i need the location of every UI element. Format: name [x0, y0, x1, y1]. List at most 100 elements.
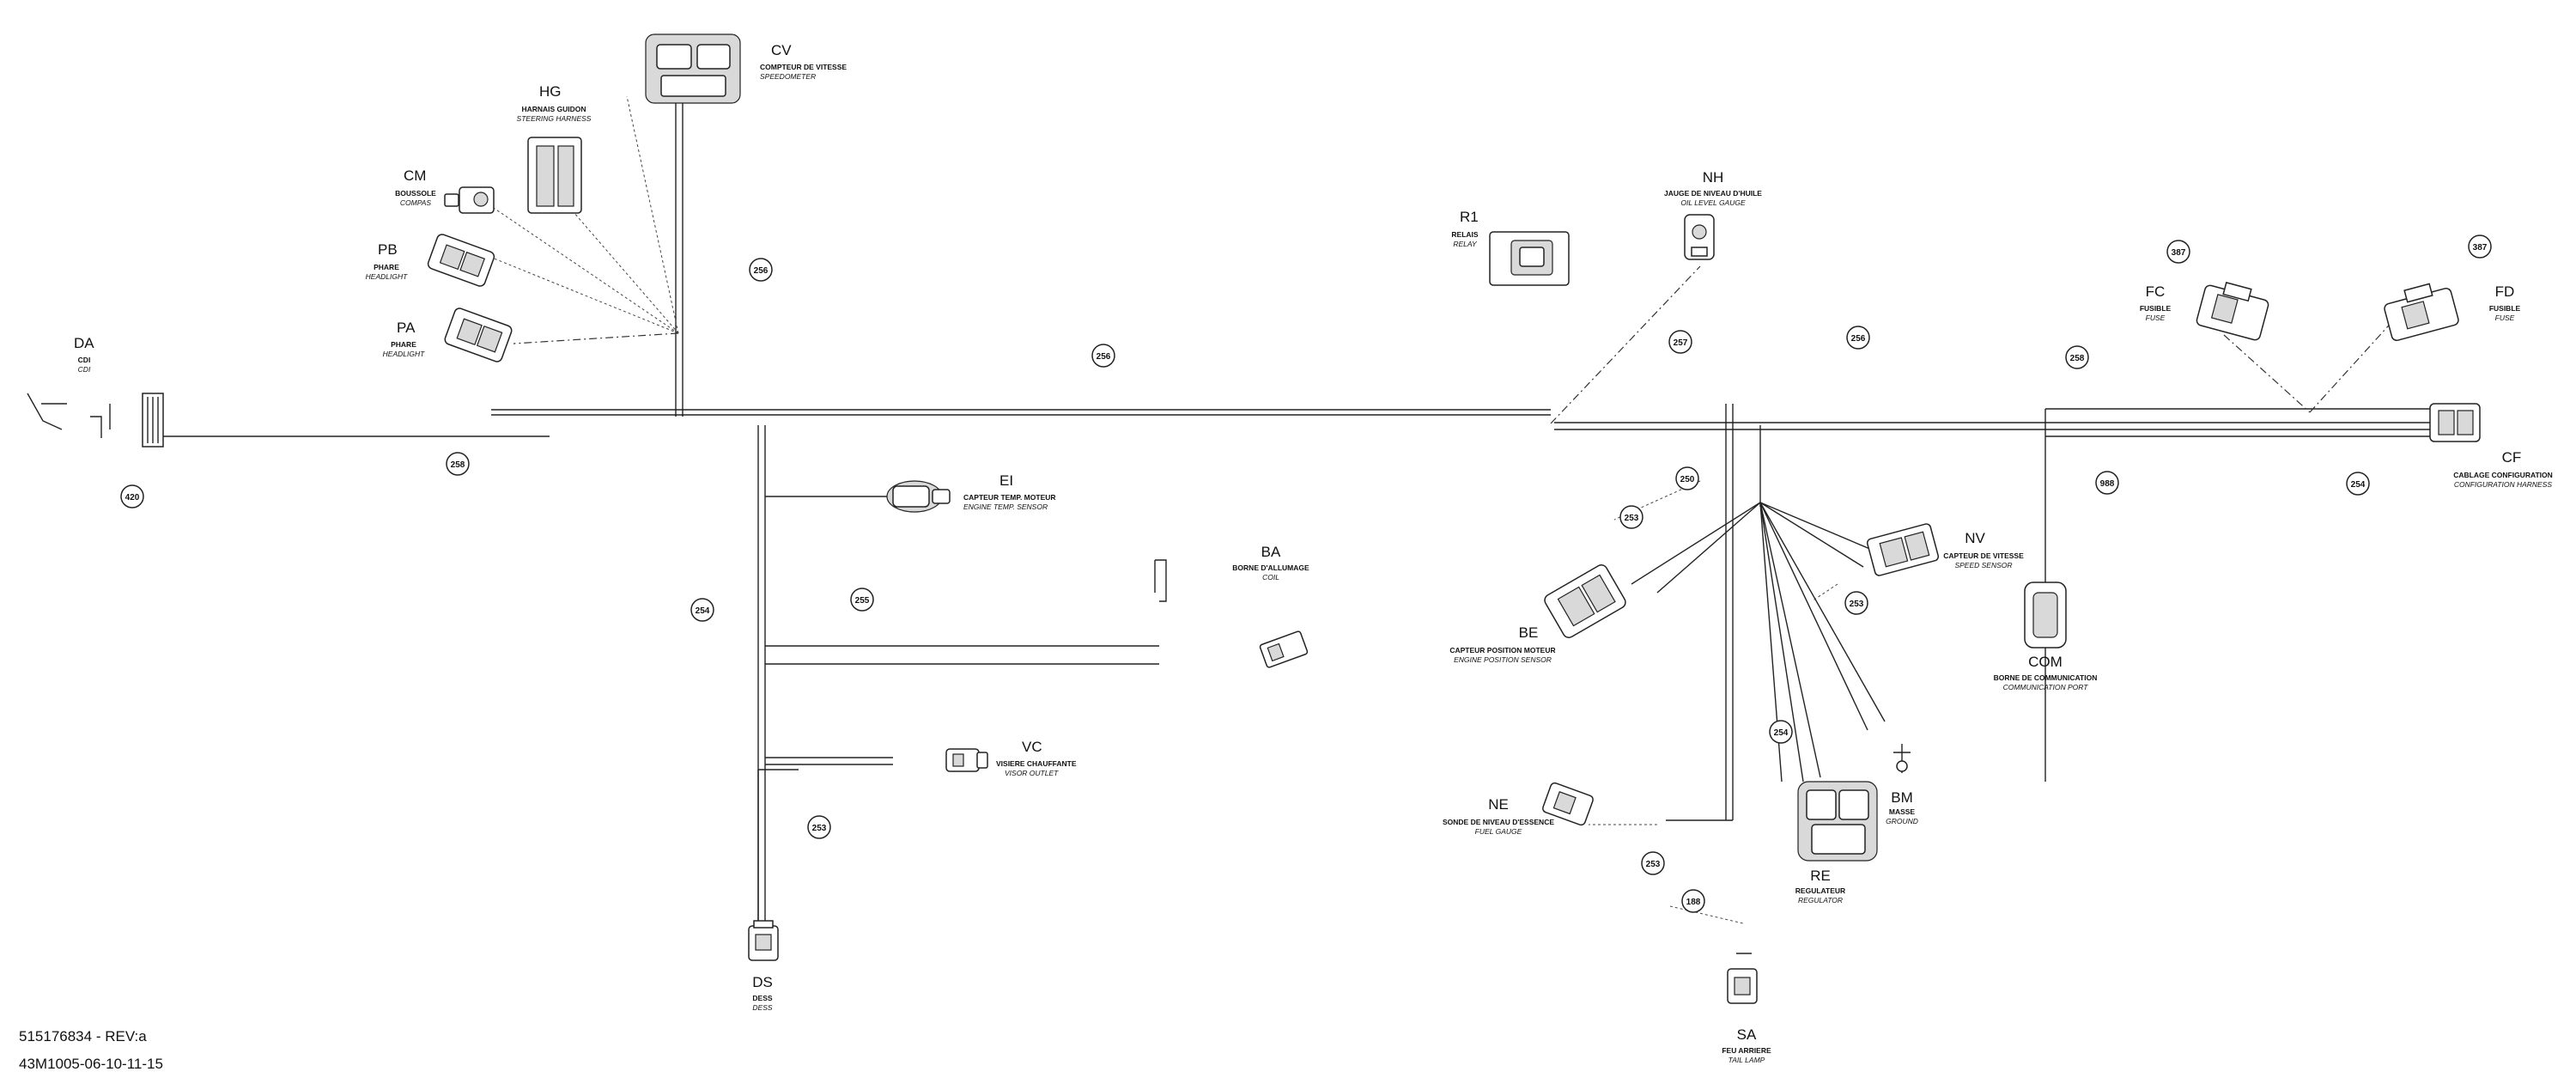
oil-level-gauge-icon [1684, 214, 1715, 260]
svg-text:CONFIGURATION HARNESS: CONFIGURATION HARNESS [2454, 480, 2552, 489]
svg-text:CDI: CDI [78, 356, 91, 364]
svg-text:COMMUNICATION PORT: COMMUNICATION PORT [2003, 683, 2089, 691]
cm-wire [483, 200, 679, 334]
cv-wire [626, 95, 679, 334]
label-vc: VC VISIERE CHAUFFANTE VISOR OUTLET [996, 739, 1077, 777]
svg-text:258: 258 [2070, 354, 2085, 363]
label-nh: NH JAUGE DE NIVEAU D'HUILE OIL LEVEL GAU… [1664, 169, 1762, 207]
svg-text:COMPAS: COMPAS [400, 198, 432, 207]
wire-ref: 257 [1668, 330, 1692, 354]
wire-ref: 253 [1619, 505, 1643, 529]
fuse-fd-icon [2384, 283, 2459, 342]
drawing-number: 43M1005-06-10-11-15 [19, 1056, 163, 1072]
svg-text:387: 387 [2172, 248, 2186, 258]
svg-text:VC: VC [1022, 739, 1042, 755]
svg-text:CAPTEUR DE VITESSE: CAPTEUR DE VITESSE [1943, 551, 2024, 560]
nv-wire [1759, 502, 1873, 551]
communication-port-icon [2024, 582, 2067, 649]
svg-text:CABLAGE CONFIGURATION: CABLAGE CONFIGURATION [2453, 471, 2553, 479]
svg-text:COIL: COIL [1262, 573, 1279, 582]
wire-ref: 253 [1844, 591, 1868, 615]
svg-text:256: 256 [754, 266, 769, 276]
label-sa: SA FEU ARRIERE TAIL LAMP [1722, 1026, 1771, 1064]
svg-text:DA: DA [74, 335, 94, 351]
svg-text:SONDE DE NIVEAU D'ESSENCE: SONDE DE NIVEAU D'ESSENCE [1443, 818, 1554, 826]
svg-text:FD: FD [2495, 283, 2515, 300]
label-nv: NV CAPTEUR DE VITESSE SPEED SENSOR [1943, 530, 2024, 569]
wire-ref: 258 [2065, 345, 2089, 369]
svg-text:ENGINE POSITION SENSOR: ENGINE POSITION SENSOR [1454, 655, 1552, 664]
headlight-connector-pa-icon [444, 308, 513, 362]
svg-text:257: 257 [1674, 338, 1688, 348]
be-wire-2 [1656, 502, 1761, 594]
svg-text:254: 254 [1774, 728, 1789, 738]
components [27, 33, 2481, 1004]
label-hg: HG HARNAIS GUIDON STEERING HARNESS [517, 83, 592, 123]
svg-text:EI: EI [999, 472, 1013, 489]
speedometer-connector-icon [645, 33, 741, 104]
fuel-gauge-icon [1542, 782, 1594, 826]
pb-wire [491, 257, 679, 334]
wire-ref: 387 [2166, 240, 2190, 264]
svg-text:PA: PA [397, 320, 416, 336]
wire-ref: 258 [446, 452, 470, 476]
svg-text:250: 250 [1680, 475, 1695, 484]
svg-text:CF: CF [2502, 449, 2522, 466]
svg-text:254: 254 [696, 606, 710, 616]
svg-text:DESS: DESS [752, 1003, 772, 1012]
svg-text:HARNAIS GUIDON: HARNAIS GUIDON [521, 105, 586, 113]
label-cf: CF CABLAGE CONFIGURATION CONFIGURATION H… [2453, 449, 2553, 489]
svg-text:HEADLIGHT: HEADLIGHT [383, 350, 425, 358]
wire-ref: 250 [1675, 466, 1699, 490]
svg-text:FUEL GAUGE: FUEL GAUGE [1475, 827, 1522, 836]
label-ds: DS DESS DESS [752, 974, 773, 1012]
svg-text:NV: NV [1965, 530, 1985, 546]
svg-text:256: 256 [1097, 352, 1111, 362]
svg-text:253: 253 [1850, 600, 1864, 609]
ground-icon [1893, 744, 1911, 773]
engine-position-sensor-icon [1544, 564, 1626, 638]
wire-reference-circles: 256 256 256 257 258 258 255 254 254 253 … [120, 234, 2492, 913]
svg-text:R1: R1 [1460, 209, 1479, 225]
svg-text:TAIL LAMP: TAIL LAMP [1728, 1056, 1765, 1064]
bm-wire [1759, 502, 1886, 722]
svg-text:NE: NE [1488, 796, 1509, 813]
svg-text:DS: DS [752, 974, 773, 990]
svg-text:254: 254 [2351, 480, 2366, 490]
label-r1: R1 RELAIS RELAY [1451, 209, 1479, 248]
regulator-icon [1797, 781, 1878, 862]
cdi-connector-icon [27, 393, 164, 448]
svg-text:REGULATEUR: REGULATEUR [1795, 886, 1845, 895]
svg-text:BE: BE [1519, 624, 1539, 641]
svg-text:NH: NH [1703, 169, 1724, 186]
svg-text:253: 253 [1646, 860, 1661, 869]
wire-ref: 254 [690, 598, 714, 622]
relay-icon [1489, 231, 1570, 286]
leader-nv [1811, 583, 1838, 602]
title-block: 515176834 - REV:a 43M1005-06-10-11-15 [19, 1028, 163, 1072]
headlight-connector-pb-icon [427, 234, 495, 287]
svg-text:MASSE: MASSE [1889, 807, 1916, 816]
svg-text:FUSE: FUSE [2146, 314, 2166, 322]
svg-text:FUSE: FUSE [2495, 314, 2515, 322]
svg-text:253: 253 [1625, 514, 1639, 523]
dess-connector-icon [748, 920, 779, 961]
svg-text:PHARE: PHARE [374, 263, 399, 271]
svg-text:COMPTEUR DE VITESSE: COMPTEUR DE VITESSE [760, 63, 847, 71]
svg-text:FEU ARRIERE: FEU ARRIERE [1722, 1046, 1771, 1055]
svg-text:253: 253 [812, 824, 827, 833]
svg-text:258: 258 [451, 460, 465, 470]
wire-lines [163, 86, 2439, 928]
label-cm: CM BOUSSOLE COMPAS [395, 167, 436, 207]
label-bm: BM MASSE GROUND [1886, 789, 1918, 825]
svg-text:RELAY: RELAY [1453, 240, 1478, 248]
svg-text:CDI: CDI [78, 365, 91, 374]
svg-text:CM: CM [404, 167, 426, 184]
part-number: 515176834 - REV:a [19, 1028, 147, 1044]
tail-lamp-icon [1727, 953, 1758, 1004]
label-ne: NE SONDE DE NIVEAU D'ESSENCE FUEL GAUGE [1443, 796, 1554, 836]
configuration-harness-icon [2429, 403, 2481, 442]
svg-text:988: 988 [2100, 479, 2115, 489]
svg-text:BA: BA [1261, 544, 1281, 560]
